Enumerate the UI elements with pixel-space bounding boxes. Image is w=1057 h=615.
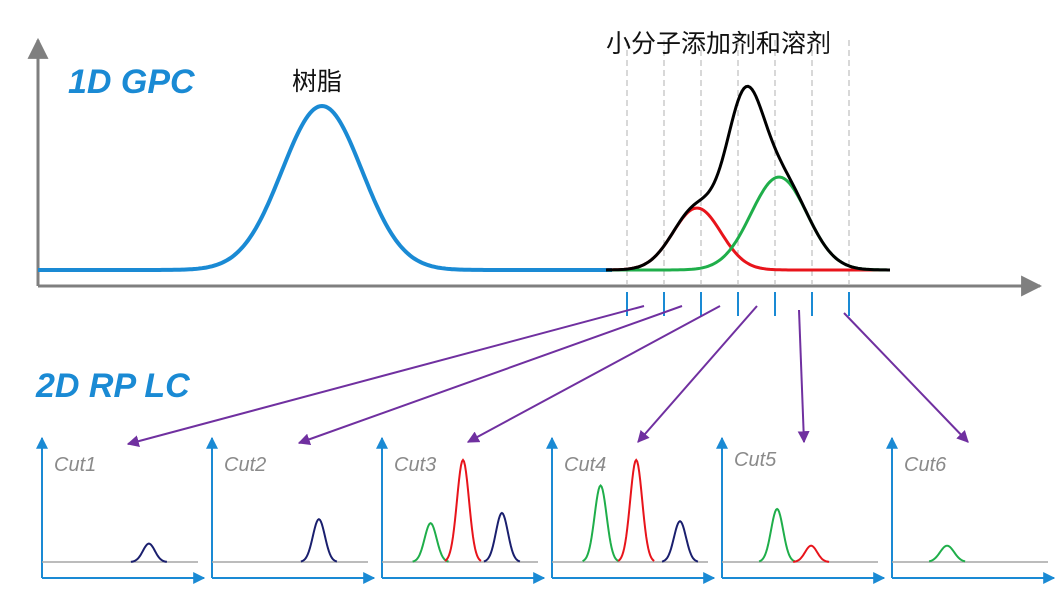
cut-peak-red: [793, 544, 830, 563]
cut-label: Cut5: [734, 449, 777, 471]
cut-label: Cut3: [394, 454, 436, 476]
arrow-cut6: [843, 312, 969, 443]
cut-peak-navy: [130, 542, 167, 563]
cut-peak-navy: [483, 511, 521, 563]
arrow-cut1: [126, 305, 645, 448]
cut-peak-green: [412, 522, 449, 563]
arrow-cut3: [466, 305, 721, 443]
arrow-cut4: [637, 305, 758, 443]
cut-panel: Cut2: [206, 436, 376, 584]
cut-panel: Cut4: [546, 436, 716, 584]
additive-label: 小分子添加剂和溶剂: [606, 29, 831, 58]
cut-peak-navy: [300, 518, 338, 563]
gpc-axes: [27, 37, 1043, 297]
cut-label: Cut1: [54, 454, 96, 476]
cut-peak-navy: [661, 520, 699, 563]
cut-label: Cut2: [224, 454, 266, 476]
cut-peak-green: [928, 544, 966, 563]
gpc-title: 1D GPC: [68, 63, 195, 101]
cut-panel: Cut3: [376, 436, 546, 584]
fraction-ticks: [626, 292, 850, 316]
arrow-cut5: [797, 309, 810, 444]
cut-peak-green: [582, 484, 620, 563]
cut-peak-green: [758, 507, 796, 563]
arrow-cut2: [297, 305, 683, 446]
cut-peak-red: [444, 458, 482, 562]
lc-title: 2D RP LC: [35, 367, 190, 405]
resin-peak-curve: [38, 103, 612, 272]
additive-green-curve: [606, 175, 890, 272]
cut-label: Cut6: [904, 454, 947, 476]
resin-label: 树脂: [292, 67, 342, 96]
cut-peak-red: [617, 458, 655, 562]
additive-sum-curve: [605, 84, 890, 272]
cut-panels: Cut1 Cut2 Cut3 Cut4 Cut5 Cut6: [36, 436, 1056, 584]
cut-panel: Cut5: [716, 436, 886, 584]
cut-panel: Cut6: [886, 436, 1056, 584]
cut-panel: Cut1: [36, 436, 206, 584]
cut-label: Cut4: [564, 454, 606, 476]
fraction-dividers: [626, 40, 850, 284]
cut-arrows: [126, 305, 969, 448]
